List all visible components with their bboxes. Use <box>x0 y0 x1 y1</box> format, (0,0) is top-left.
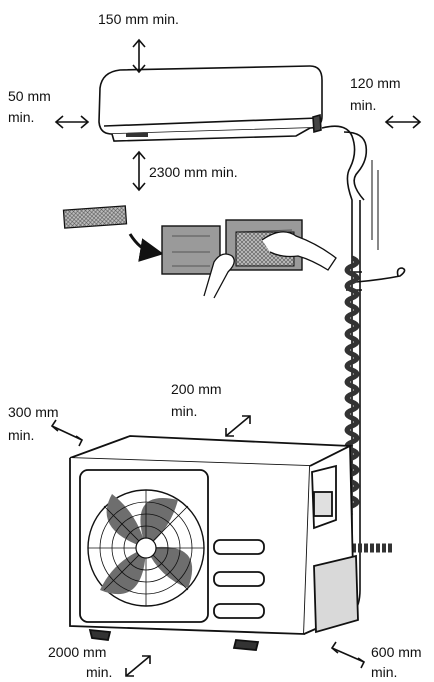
right-clearance-label: 120 mm <box>350 75 401 91</box>
double-arrow-icon <box>125 655 151 677</box>
filter-panel-left <box>161 225 221 275</box>
left-clearance-label-min: min. <box>8 109 35 125</box>
double-arrow-icon <box>384 115 422 129</box>
loose-filter <box>62 205 128 229</box>
filter-removal <box>62 205 337 299</box>
double-arrow-icon <box>132 150 146 192</box>
double-arrow-icon <box>50 419 84 447</box>
outdoor-top-clearance-label-min: min. <box>171 403 198 419</box>
double-arrow-icon <box>54 115 90 129</box>
outdoor-top-clearance-label: 200 mm <box>171 381 222 397</box>
outdoor-front-clearance-label: 2000 mm <box>48 644 107 660</box>
double-arrow-icon <box>330 641 366 669</box>
outdoor-unit <box>69 435 359 651</box>
floor-clearance-label: 2300 mm min. <box>149 164 238 180</box>
outdoor-right-clearance-label-min: min. <box>371 664 398 680</box>
indoor-unit <box>98 65 323 142</box>
hand-icon <box>203 253 235 299</box>
double-arrow-icon <box>225 415 251 437</box>
outdoor-front-clearance-label-min: min. <box>86 664 113 680</box>
double-arrow-icon <box>132 38 146 74</box>
outdoor-right-clearance-label: 600 mm <box>371 644 422 660</box>
curved-arrow-icon <box>128 233 164 262</box>
top-clearance-label: 150 mm min. <box>98 11 179 27</box>
outdoor-left-clearance-label-min: min. <box>8 427 35 443</box>
hand-icon <box>261 231 337 271</box>
right-clearance-label-min: min. <box>350 97 377 113</box>
left-clearance-label: 50 mm <box>8 88 51 104</box>
outdoor-left-clearance-label: 300 mm <box>8 404 59 420</box>
